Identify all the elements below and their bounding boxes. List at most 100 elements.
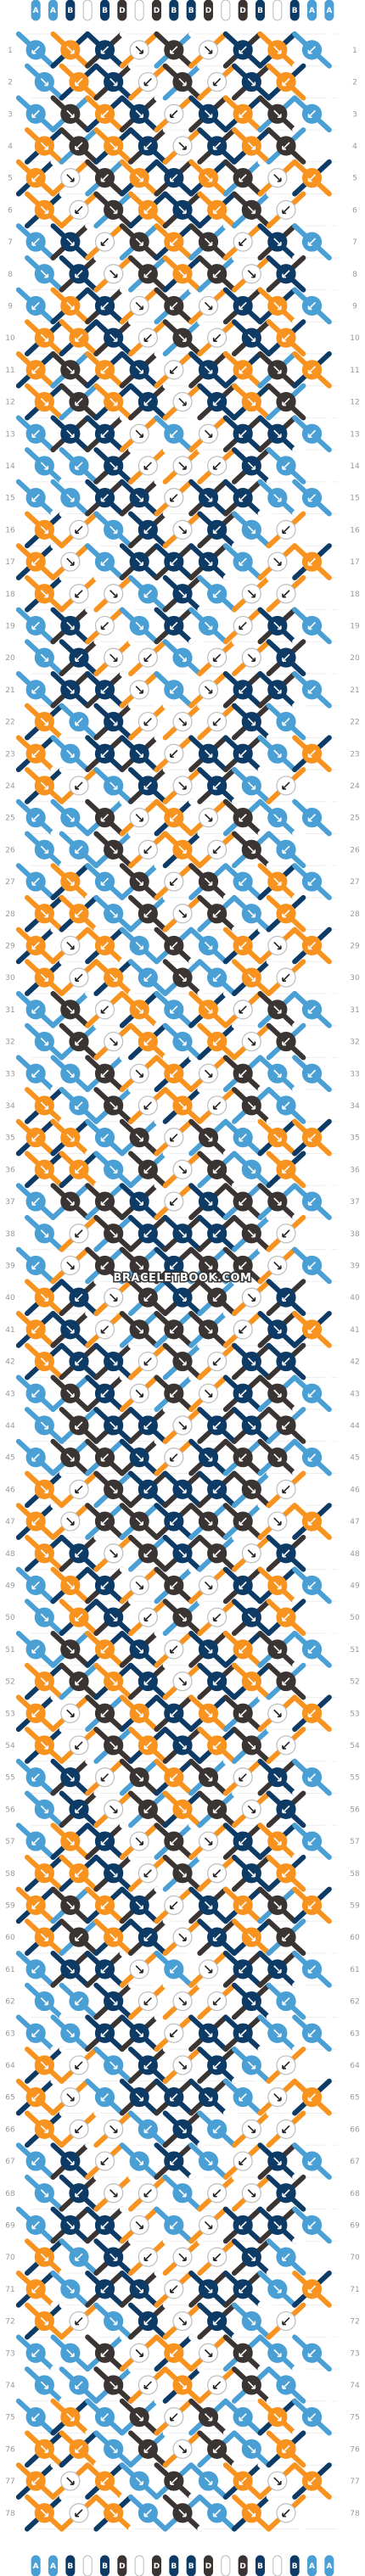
row-number: 75 — [350, 2414, 359, 2422]
arrow-icon — [143, 1421, 152, 1430]
arrow-icon — [307, 301, 317, 311]
knot — [257, 1311, 298, 1348]
knot — [93, 2047, 133, 2084]
knot — [15, 1183, 56, 1220]
knot — [119, 671, 160, 708]
arrow-icon — [40, 2061, 49, 2069]
knot — [232, 767, 272, 804]
strand-tab — [117, 0, 127, 21]
arrow-icon — [135, 686, 143, 694]
arrow-icon — [31, 621, 40, 630]
arrow-icon — [247, 1037, 256, 1046]
arrow-icon — [40, 397, 49, 406]
knot — [119, 1631, 160, 1668]
knot — [292, 351, 332, 389]
knot — [266, 2174, 306, 2212]
arrow-icon — [66, 1773, 75, 1782]
arrow-icon — [204, 2029, 213, 2038]
knot — [197, 63, 237, 101]
arrow-icon — [239, 1325, 247, 1334]
arrow-icon — [204, 366, 213, 374]
arrow-icon — [282, 333, 290, 342]
knot — [25, 831, 65, 869]
arrow-icon — [75, 910, 83, 918]
knot — [266, 191, 306, 229]
arrow-icon — [307, 621, 317, 630]
arrow-icon — [273, 941, 282, 950]
arrow-icon — [170, 1005, 178, 1014]
knot — [162, 831, 203, 869]
arrow-icon — [170, 2093, 178, 2102]
knot — [162, 2238, 203, 2276]
knot — [188, 159, 228, 197]
arrow-icon — [178, 1933, 187, 1941]
row-number: 64 — [5, 2062, 15, 2070]
row-number: 52 — [350, 1678, 359, 1687]
strand-letter: B — [171, 2562, 177, 2571]
arrow-icon — [66, 2285, 75, 2293]
knot — [154, 1566, 194, 1604]
arrow-icon — [40, 2381, 49, 2389]
arrow-icon — [110, 1677, 118, 1686]
arrow-icon — [100, 1773, 110, 1782]
knot — [154, 2334, 194, 2372]
knot — [93, 511, 133, 549]
arrow-icon — [31, 1709, 40, 1718]
arrow-icon — [66, 109, 75, 119]
knot — [266, 1854, 306, 1892]
knot — [85, 1375, 125, 1413]
strand-letter: B — [67, 2562, 73, 2571]
knot — [232, 2302, 272, 2340]
arrow-icon — [110, 1869, 118, 1878]
knot — [162, 383, 203, 421]
row-number: 24 — [5, 782, 15, 791]
arrow-icon — [135, 2285, 143, 2293]
arrow-icon — [143, 1037, 152, 1046]
pattern-grid — [27, 33, 338, 2530]
arrow-icon — [66, 174, 75, 182]
arrow-icon — [282, 205, 290, 215]
arrow-icon — [307, 1645, 317, 1654]
knot — [15, 287, 56, 325]
arrow-icon — [170, 1901, 178, 1910]
knot — [292, 159, 332, 197]
arrow-icon — [212, 2316, 222, 2326]
knot — [188, 2334, 228, 2372]
knot — [292, 415, 332, 453]
knot — [197, 191, 237, 229]
strand-tab — [204, 0, 213, 21]
knot — [222, 1566, 263, 1604]
knot — [162, 1087, 203, 1124]
arrow-icon — [273, 1517, 282, 1526]
row-number: 54 — [350, 1742, 360, 1750]
knot — [85, 1758, 125, 1796]
knot — [232, 2366, 272, 2404]
knot — [154, 1246, 194, 1285]
knot — [188, 1503, 228, 1540]
knot — [59, 639, 99, 676]
row-number: 17 — [5, 558, 14, 567]
knot — [85, 1118, 125, 1156]
arrow-icon — [75, 1549, 83, 1558]
arrow-icon — [204, 1069, 213, 1078]
arrow-icon — [135, 2029, 143, 2038]
strand-letter: A — [33, 7, 39, 15]
arrow-icon — [143, 973, 152, 982]
knot — [154, 1311, 194, 1348]
arrow-icon — [178, 525, 187, 535]
knot — [188, 351, 228, 389]
arrow-icon — [66, 238, 75, 246]
arrow-icon — [178, 333, 187, 342]
row-number: 8 — [8, 271, 13, 279]
knot — [128, 1087, 168, 1124]
knot — [154, 1631, 194, 1668]
arrow-icon — [247, 397, 256, 406]
knot — [119, 2078, 160, 2116]
knot — [162, 1854, 203, 1892]
row-number: 22 — [350, 719, 359, 727]
knot — [85, 798, 125, 837]
knot — [188, 927, 228, 965]
row-number: 7 — [8, 238, 13, 247]
knot — [85, 927, 125, 965]
arrow-icon — [110, 77, 118, 87]
